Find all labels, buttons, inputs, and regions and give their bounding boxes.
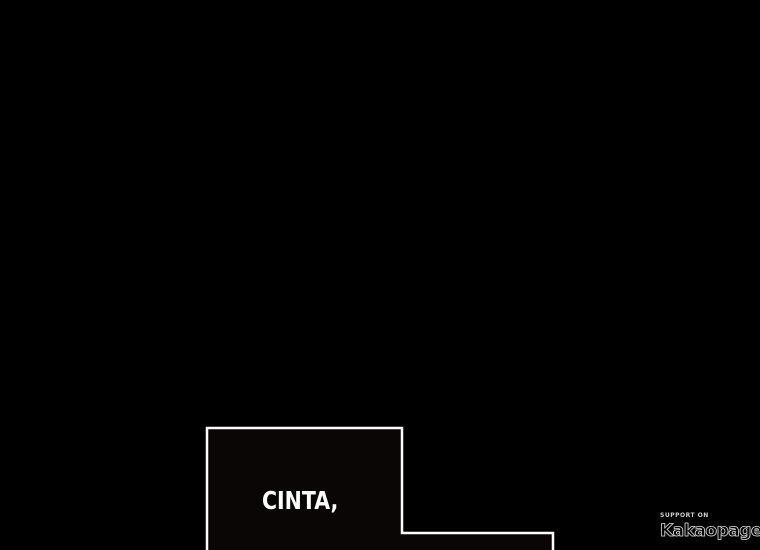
watermark-brand-logo: Kakaopage (660, 521, 760, 542)
caption-text: CINTA, (262, 486, 339, 515)
caption-box-border (205, 426, 555, 550)
watermark-support-label: SUPPORT ON (660, 512, 709, 519)
kakaopage-watermark: SUPPORT ON Kakaopage (660, 512, 760, 550)
